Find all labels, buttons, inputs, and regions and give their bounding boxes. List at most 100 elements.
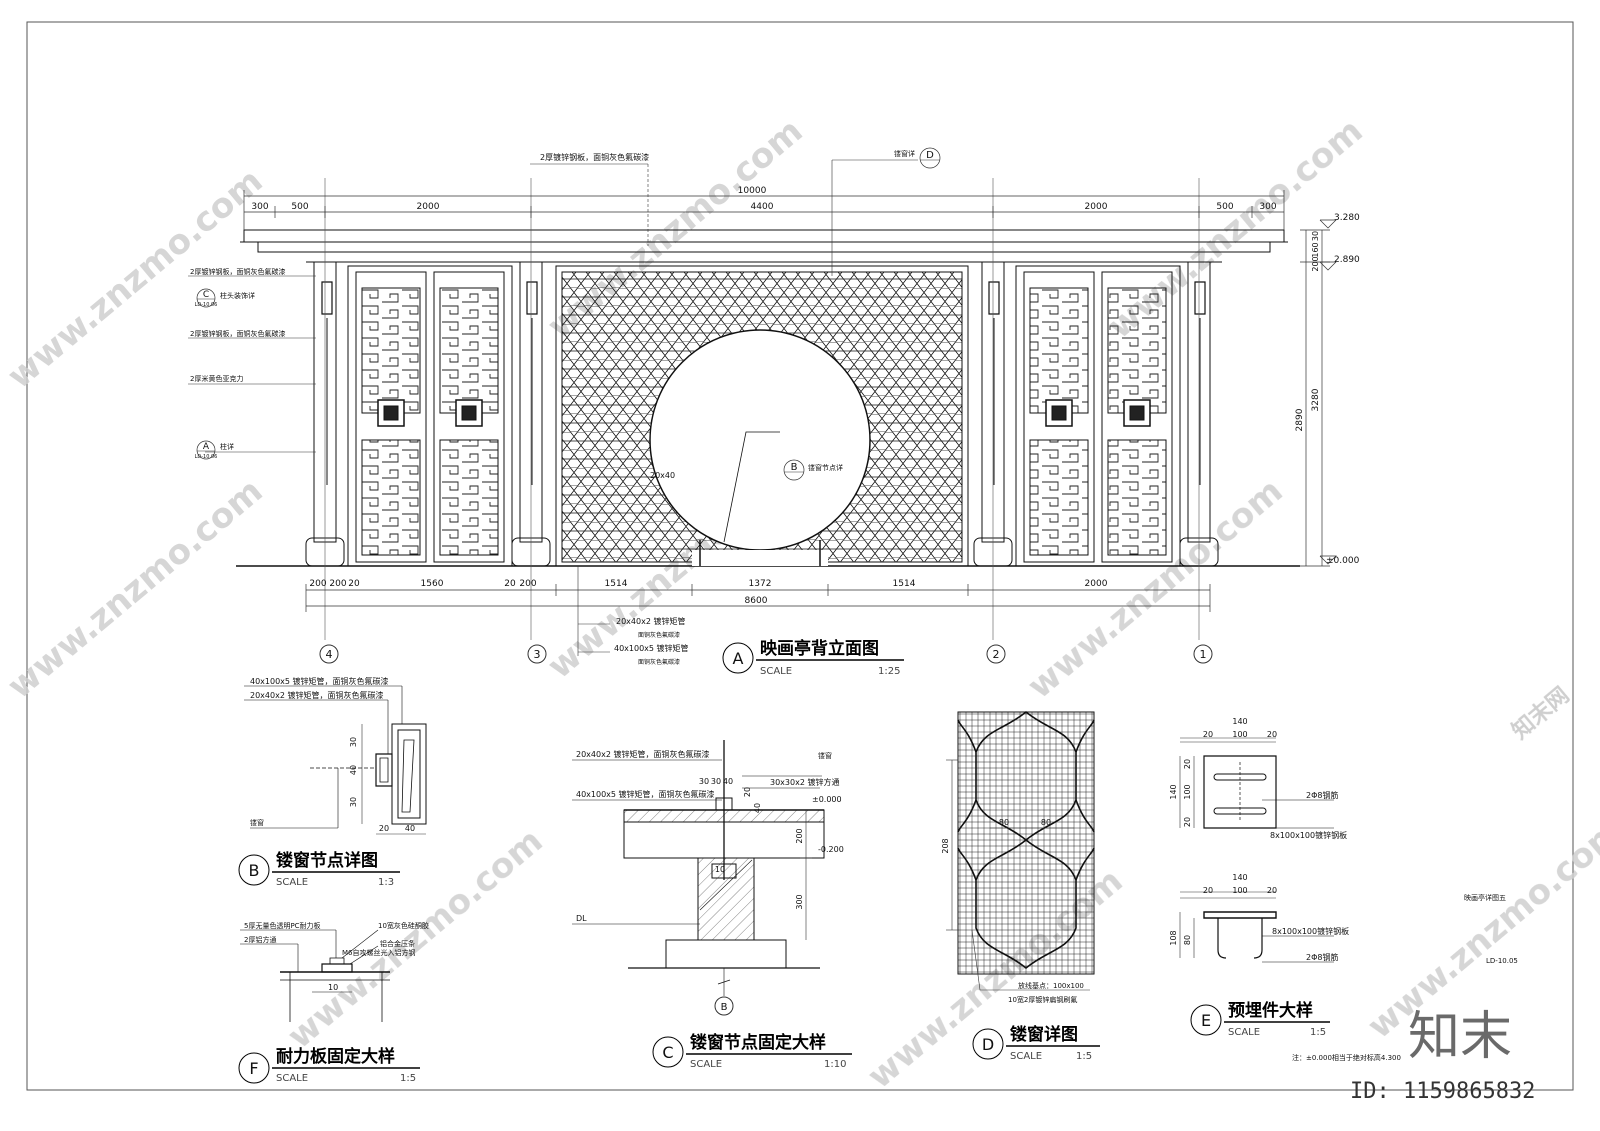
title-bubble <box>973 1029 1003 1059</box>
ref-tag-letter: A <box>203 442 210 452</box>
title-letter: C <box>662 1043 673 1062</box>
ref-tag <box>784 460 804 480</box>
callout-text: 10宽2厚镀锌扁钢刷氟 <box>1008 995 1077 1004</box>
dim-text: 20 <box>1183 759 1192 769</box>
callout-text: 20x40x2 镀锌矩管，面铜灰色氟碳漆 <box>250 690 383 700</box>
ref-tag <box>197 441 215 459</box>
scale-value: 1:25 <box>878 666 900 677</box>
dim-text: 80 <box>1183 935 1192 945</box>
axis-bubble <box>987 645 1005 663</box>
dim-text: 100 <box>1183 784 1192 799</box>
ref-tag <box>197 289 215 307</box>
title-letter: E <box>1201 1011 1211 1030</box>
axis-label: 3 <box>534 648 541 661</box>
dim-text: 30 <box>349 737 358 747</box>
callout-text: 8x100x100镀锌钢板 <box>1272 926 1349 936</box>
title-bubble <box>239 1053 269 1083</box>
callout-text: 2厚镀锌钢板，面铜灰色氟碳漆 <box>190 267 285 276</box>
dim-text: 1514 <box>605 579 628 589</box>
detail-f: 5厚无量色透明PC耐力板 10宽灰色硅酮胶 2厚铝方通 铝合金压条 M6自攻螺丝… <box>239 921 429 1084</box>
dim-text: 1372 <box>749 579 772 589</box>
dim-text: 20x40 <box>650 471 675 480</box>
dim-text: 200 <box>795 828 804 843</box>
drawing-title: 预埋件大样 <box>1228 1000 1313 1021</box>
dim-text: 40 <box>405 824 415 833</box>
dim-text: 30 <box>699 777 709 786</box>
bottom-dimension-chain <box>306 584 1210 612</box>
dim-text: 140 <box>1169 784 1178 799</box>
callout-text: 面铜灰色氟碳漆 <box>638 658 680 666</box>
dim-text: 20 <box>743 787 752 797</box>
callout-text: 40x100x5 镀锌矩管，面铜灰色氟碳漆 <box>250 676 389 686</box>
title-bubble <box>723 643 753 673</box>
callout-text: 2厚铝方通 <box>244 935 276 944</box>
right-lattice-panels <box>1016 266 1180 566</box>
dim-text: 30 <box>711 777 721 786</box>
level-mark: ±0.000 <box>812 795 842 804</box>
axis-bubble <box>320 645 338 663</box>
callout-text: 2厚镀锌钢板，面铜灰色氟碳漆 <box>190 329 285 338</box>
callout-text: 40x100x5 镀锌矩管，面铜灰色氟碳漆 <box>576 789 715 799</box>
dim-text: 300 <box>795 894 804 909</box>
title-bubble <box>653 1037 683 1067</box>
roof-fascia <box>244 230 1284 242</box>
dim-text: 208 <box>941 838 950 853</box>
ref-tag-letter: C <box>203 290 209 300</box>
dim-text: 500 <box>291 202 308 212</box>
brand-text: 知末 <box>1408 1007 1512 1067</box>
elevation-a-text: 10000 300 500 2000 4400 2000 500 300 200… <box>190 148 1360 677</box>
level-mark: -0.200 <box>818 845 844 854</box>
callout-text: 2厚米黄色亚克力 <box>190 374 243 383</box>
scale-label: SCALE <box>690 1059 722 1070</box>
overall-dim-bottom: 8600 <box>745 596 768 606</box>
detail-b: 40x100x5 镀锌矩管，面铜灰色氟碳漆 20x40x2 镀锌矩管，面铜灰色氟… <box>239 676 426 888</box>
callout-text: 柱头装饰详 <box>220 291 255 300</box>
dim-text: 300 <box>1259 202 1276 212</box>
dim-text: 40 <box>349 765 358 775</box>
callout-text: 铝合金压条 <box>380 939 415 948</box>
dim-text: 200 <box>309 579 326 589</box>
dim-text: 2000 <box>417 202 440 212</box>
dim-text: 20 <box>504 579 516 589</box>
dim-text: 20 <box>1203 886 1213 895</box>
dim-text: 40 <box>753 803 762 813</box>
detail-c: 20x40x2 镀锌矩管，面铜灰色氟碳漆 40x100x5 镀锌矩管，面铜灰色氟… <box>572 740 852 1070</box>
dim-text: 20 <box>348 579 360 589</box>
roof-beam <box>258 242 1270 252</box>
dim-text: 10 <box>328 983 338 992</box>
title-letter: B <box>249 861 260 880</box>
ogee-lattice <box>958 712 1094 968</box>
drawing-title: 耐力板固定大样 <box>276 1046 395 1067</box>
dim-text: 80 <box>1041 818 1051 827</box>
ref-tag-sheet: LD-10.06 <box>195 454 218 460</box>
callout-text: M6自攻螺丝光入铝方钢 <box>342 948 416 957</box>
dim-text: 100 <box>1232 886 1247 895</box>
callout-text: 8x100x100镀锌钢板 <box>1270 830 1347 840</box>
watermark-text: www.znzmo.com <box>0 161 270 397</box>
callout-text: 20x40x2 镀锌矩管，面铜灰色氟碳漆 <box>576 749 709 759</box>
callout-text: 2Φ8钢筋 <box>1306 790 1338 800</box>
axis-label: 2 <box>993 648 1000 661</box>
watermark-layer: www.znzmo.com www.znzmo.com www.znzmo.co… <box>0 111 1600 1097</box>
dim-text: 2890 <box>1295 408 1305 431</box>
axis-label: 1 <box>1200 648 1207 661</box>
drawing-title: 镂窗节点详图 <box>276 850 378 871</box>
title-bubble <box>239 855 269 885</box>
detail-d: 208 80 80 放线基点：100x100 10宽2厚镀锌扁钢刷氟 D 镂窗详… <box>941 712 1100 1062</box>
drawing-title: 映画亭背立面图 <box>760 638 879 659</box>
id-text: ID: 1159865832 <box>1350 1079 1535 1104</box>
callout-text: 10宽灰色硅酮胶 <box>378 921 429 930</box>
scale-label: SCALE <box>1010 1051 1042 1062</box>
callout-text: 面铜灰色氟碳漆 <box>638 631 680 639</box>
axis-label: 4 <box>326 648 333 661</box>
callout-text: 2Φ8钢筋 <box>1306 952 1338 962</box>
detail-e: 140 20 100 20 20 100 20 140 2Φ8钢筋 8x100x… <box>1169 717 1349 1038</box>
dim-text: 200 <box>1311 256 1320 271</box>
dim-text: 160 <box>1311 242 1320 257</box>
callout-text: 放线基点：100x100 <box>1018 981 1084 990</box>
leader-lines <box>188 160 918 656</box>
watermark-text: www.znzmo.com <box>0 471 270 707</box>
title-letter: A <box>733 649 744 668</box>
section-bubble <box>715 997 733 1015</box>
